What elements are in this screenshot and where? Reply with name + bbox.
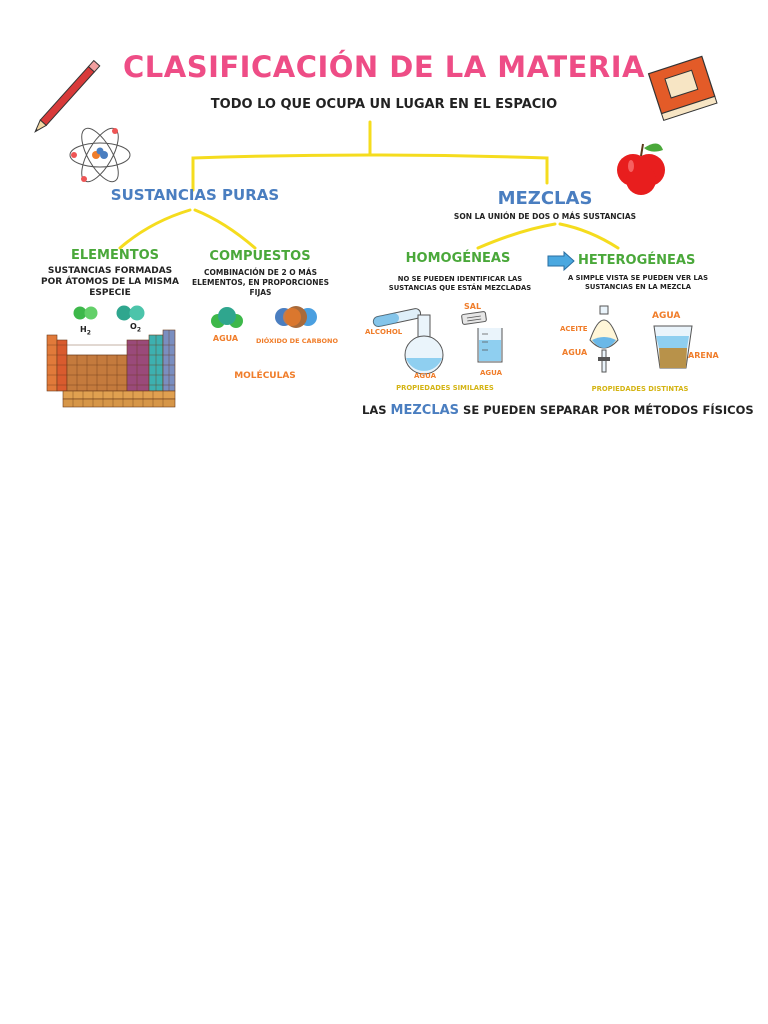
separation-statement: LAS MEZCLAS SE PUEDEN SEPARAR POR MÉTODO…: [362, 403, 762, 418]
alcohol-label: ALCOHOL: [365, 328, 403, 336]
o2-molecule-icon: [116, 305, 145, 321]
heterogeneous-water-2-label: AGUA: [652, 311, 681, 321]
molecules-label: MOLÉCULAS: [234, 371, 296, 381]
atom-icon: [69, 127, 131, 183]
pencil-icon: [34, 59, 101, 133]
beaker-icon: [477, 328, 503, 363]
oil-label: ACEITE: [560, 325, 588, 333]
o2-label: O2: [130, 322, 141, 334]
heterogeneous-heading: HETEROGÉNEAS: [578, 253, 696, 268]
homogeneous-water-1-label: AGUA: [413, 372, 437, 380]
separation-statement-post: SE PUEDEN SEPARAR POR MÉTODOS FÍSICOS: [463, 403, 754, 417]
compounds-heading: COMPUESTOS: [209, 249, 311, 264]
different-properties-label: PROPIEDADES DISTINTAS: [591, 385, 689, 393]
periodic-table-icon: [46, 329, 176, 408]
mixtures-heading: MEZCLAS: [497, 188, 593, 209]
mixtures-desc: SON LA UNIÓN DE DOS O MÁS SUSTANCIAS: [453, 212, 637, 221]
similar-properties-label: PROPIEDADES SIMILARES: [396, 384, 494, 392]
heterogeneous-water-1-label: AGUA: [562, 348, 588, 357]
salt-shaker-icon: [461, 311, 487, 325]
page-subtitle: TODO LO QUE OCUPA UN LUGAR EN EL ESPACIO: [210, 97, 558, 112]
water-label: AGUA: [212, 334, 239, 343]
test-tube-icon: [372, 308, 422, 328]
heterogeneous-desc: A SIMPLE VISTA SE PUEDEN VER LAS SUSTANC…: [568, 274, 708, 291]
pure-substances-heading: SUSTANCIAS PURAS: [110, 186, 280, 204]
arrow-icon: [547, 250, 575, 272]
h2-label: H2: [80, 325, 91, 337]
apple-icon: [617, 143, 665, 195]
co2-label: DIÓXIDO DE CARBONO: [255, 337, 339, 345]
co2-molecule-icon: [275, 306, 317, 328]
sand-label: ARENA: [688, 351, 719, 360]
book-icon: [647, 55, 718, 121]
compounds-desc: COMBINACIÓN DE 2 O MÁS ELEMENTOS, EN PRO…: [191, 268, 330, 297]
glass-icon: [653, 325, 693, 369]
elements-heading: ELEMENTOS: [70, 248, 160, 263]
salt-label: SAL: [464, 302, 482, 311]
homogeneous-desc: NO SE PUEDEN IDENTIFICAR LAS SUSTANCIAS …: [388, 275, 532, 292]
homogeneous-heading: HOMOGÉNEAS: [405, 251, 511, 266]
separation-statement-pre: LAS: [362, 403, 387, 417]
flask-icon: [404, 314, 444, 375]
separation-statement-highlight: MEZCLAS: [390, 403, 460, 418]
h2-molecule-icon: [73, 306, 98, 320]
water-molecule-icon: [211, 307, 243, 328]
separatory-funnel-icon: [589, 305, 619, 373]
connector-lines: [118, 120, 620, 250]
page-title: CLASIFICACIÓN DE LA MATERIA: [122, 50, 645, 84]
elements-desc: SUSTANCIAS FORMADAS POR ÁTOMOS DE LA MIS…: [41, 266, 179, 298]
homogeneous-water-2-label: AGUA: [479, 369, 503, 377]
